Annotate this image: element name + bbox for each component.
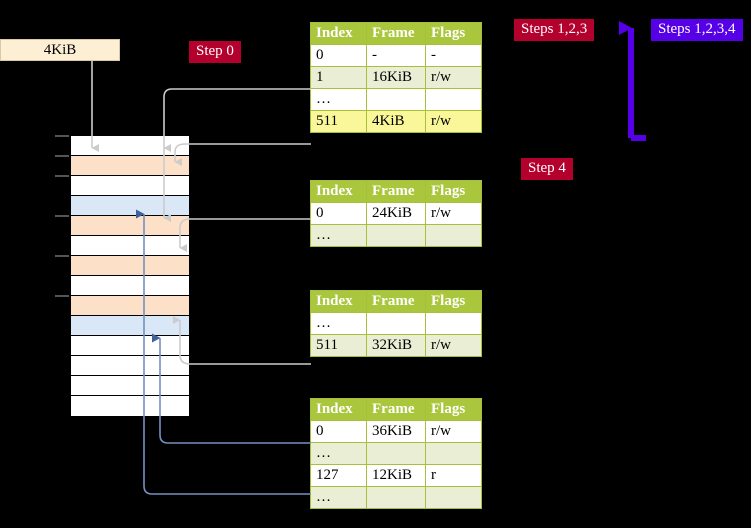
table-cell-frame bbox=[366, 442, 426, 465]
table-cell-index: … bbox=[310, 312, 367, 335]
column-header-index: Index bbox=[310, 22, 367, 45]
table-cell-frame bbox=[366, 88, 426, 111]
table-cell-frame: 12KiB bbox=[366, 464, 426, 487]
column-header-flags: Flags bbox=[425, 180, 482, 203]
table-row: … bbox=[310, 486, 482, 509]
table-cell-flags: r/w bbox=[425, 420, 482, 443]
table-cell-frame: 16KiB bbox=[366, 66, 426, 89]
badge-step4-label: Step 4 bbox=[528, 160, 566, 176]
badge-steps1234: Steps 1,2,3,4 bbox=[651, 19, 743, 41]
column-header-frame: Frame bbox=[366, 22, 426, 45]
connector-table1-row511 bbox=[174, 143, 311, 166]
table-cell-index: 0 bbox=[310, 44, 367, 67]
memory-tick bbox=[55, 135, 69, 137]
table-cell-flags: r/w bbox=[425, 202, 482, 225]
memory-frame-row bbox=[71, 376, 189, 396]
badge-step0: Step 0 bbox=[189, 41, 241, 63]
table-cell-frame bbox=[366, 312, 426, 335]
table-cell-index: … bbox=[310, 88, 367, 111]
column-header-index: Index bbox=[310, 180, 367, 203]
memory-tick bbox=[55, 215, 69, 217]
table-cell-index: 0 bbox=[310, 420, 367, 443]
kib-box-label: 4KiB bbox=[43, 42, 77, 58]
memory-frame-row bbox=[71, 256, 189, 276]
memory-frame-row bbox=[71, 196, 189, 216]
memory-frame-row bbox=[71, 396, 189, 416]
column-header-flags: Flags bbox=[425, 22, 482, 45]
physical-memory-column bbox=[70, 135, 190, 416]
table-cell-flags bbox=[425, 312, 482, 335]
table-cell-flags: r/w bbox=[425, 334, 482, 357]
memory-tick bbox=[55, 255, 69, 257]
table-cell-index: 511 bbox=[310, 334, 367, 357]
memory-frame-row bbox=[71, 356, 189, 376]
memory-frame-row bbox=[71, 336, 189, 356]
column-header-frame: Frame bbox=[366, 290, 426, 313]
badge-step4: Step 4 bbox=[521, 158, 573, 180]
table-cell-frame bbox=[366, 486, 426, 509]
column-header-flags: Flags bbox=[425, 290, 482, 313]
table-cell-flags bbox=[425, 88, 482, 111]
memory-frame-row bbox=[71, 276, 189, 296]
table-cell-index: 0 bbox=[310, 202, 367, 225]
table-cell-flags: r bbox=[425, 464, 482, 487]
table-row: … bbox=[310, 88, 482, 111]
kib-box: 4KiB bbox=[0, 39, 120, 61]
table-cell-flags: r/w bbox=[425, 110, 482, 133]
memory-frame-row bbox=[71, 156, 189, 176]
memory-tick bbox=[55, 175, 69, 177]
table-cell-index: … bbox=[310, 442, 367, 465]
badge-steps1234-label: Steps 1,2,3,4 bbox=[658, 21, 736, 37]
table-cell-frame: 36KiB bbox=[366, 420, 426, 443]
table-cell-flags bbox=[425, 442, 482, 465]
table-cell-flags: - bbox=[425, 44, 482, 67]
table-row: … bbox=[310, 442, 482, 465]
column-header-frame: Frame bbox=[366, 180, 426, 203]
memory-frame-row bbox=[71, 236, 189, 256]
table-cell-index: 127 bbox=[310, 464, 367, 487]
memory-frame-row bbox=[71, 216, 189, 236]
column-header-index: Index bbox=[310, 290, 367, 313]
table-cell-flags bbox=[425, 224, 482, 247]
memory-frame-row bbox=[71, 316, 189, 336]
table-cell-index: 1 bbox=[310, 66, 367, 89]
badge-steps123: Steps 1,2,3 bbox=[514, 19, 595, 41]
connector-table3-row511 bbox=[173, 316, 311, 365]
table-row: … bbox=[310, 224, 482, 247]
table-cell-frame: 32KiB bbox=[366, 334, 426, 357]
badge-step0-label: Step 0 bbox=[196, 43, 234, 59]
column-header-flags: Flags bbox=[425, 398, 482, 421]
purple-return-arrow bbox=[619, 21, 646, 141]
memory-frame-row bbox=[71, 296, 189, 316]
table-cell-index: 511 bbox=[310, 110, 367, 133]
table-cell-flags: r/w bbox=[425, 66, 482, 89]
memory-frame-row bbox=[71, 176, 189, 196]
table-cell-index: … bbox=[310, 224, 367, 247]
table-cell-frame: 4KiB bbox=[366, 110, 426, 133]
table-cell-flags bbox=[425, 486, 482, 509]
table-row: … bbox=[310, 312, 482, 335]
table-cell-frame: - bbox=[366, 44, 426, 67]
table-cell-frame bbox=[366, 224, 426, 247]
table-row: 0-- bbox=[310, 44, 482, 67]
table-cell-index: … bbox=[310, 486, 367, 509]
column-header-frame: Frame bbox=[366, 398, 426, 421]
memory-tick bbox=[55, 295, 69, 297]
memory-tick bbox=[55, 155, 69, 157]
column-header-index: Index bbox=[310, 398, 367, 421]
memory-frame-row bbox=[71, 136, 189, 156]
badge-steps123-label: Steps 1,2,3 bbox=[521, 21, 588, 37]
table-cell-frame: 24KiB bbox=[366, 202, 426, 225]
